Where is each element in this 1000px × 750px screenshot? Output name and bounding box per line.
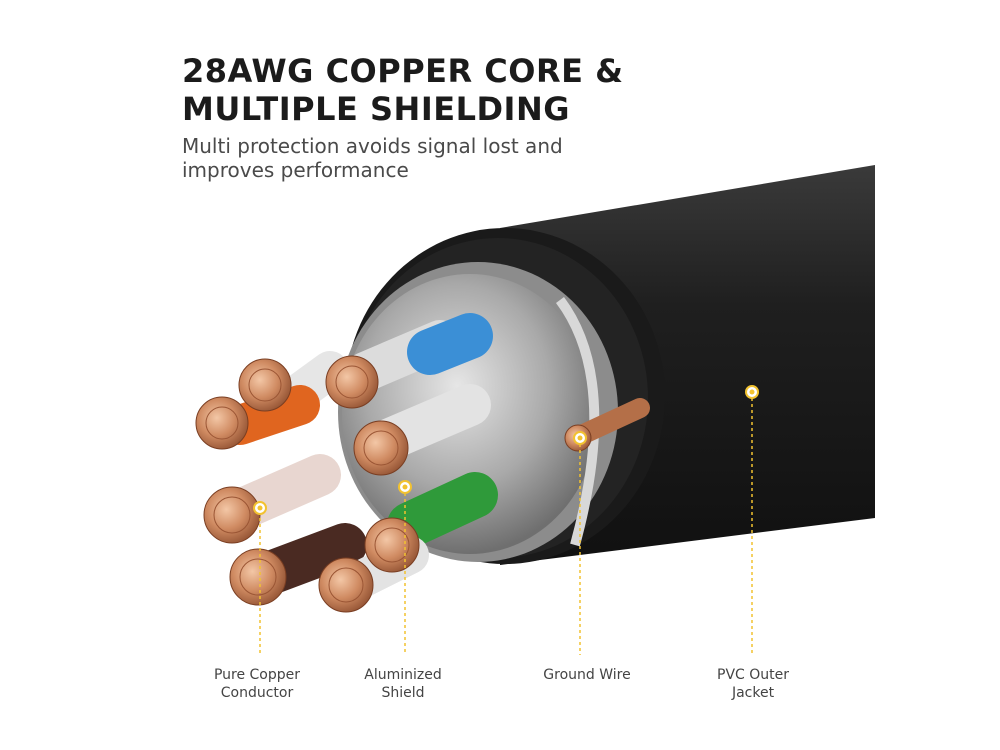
subheadline-line-1: Multi protection avoids signal lost and bbox=[182, 134, 563, 158]
callout-markers bbox=[253, 385, 759, 655]
headline-line-1: 28AWG COPPER CORE & bbox=[182, 52, 624, 90]
label-line-2: Conductor bbox=[220, 685, 294, 701]
label-line-1: PVC Outer bbox=[717, 667, 789, 683]
label-ground-wire: Ground Wire bbox=[502, 666, 672, 684]
label-pure-copper-conductor: Pure Copper Conductor bbox=[172, 666, 342, 702]
label-pvc-outer-jacket: PVC Outer Jacket bbox=[668, 666, 838, 702]
headline-line-2: MULTIPLE SHIELDING bbox=[182, 90, 570, 128]
label-line-2: Shield bbox=[381, 685, 425, 701]
subheadline: Multi protection avoids signal lost and … bbox=[182, 134, 563, 182]
ground-wire bbox=[564, 398, 650, 452]
label-line-1: Ground Wire bbox=[543, 667, 631, 683]
subheadline-line-2: improves performance bbox=[182, 158, 409, 182]
label-aluminized-shield: Aluminized Shield bbox=[318, 666, 488, 702]
headline: 28AWG COPPER CORE & MULTIPLE SHIELDING bbox=[182, 52, 624, 128]
conductor-wires bbox=[195, 313, 498, 613]
label-line-2: Jacket bbox=[731, 685, 775, 701]
label-line-1: Aluminized bbox=[364, 667, 442, 683]
label-line-1: Pure Copper bbox=[213, 667, 301, 683]
